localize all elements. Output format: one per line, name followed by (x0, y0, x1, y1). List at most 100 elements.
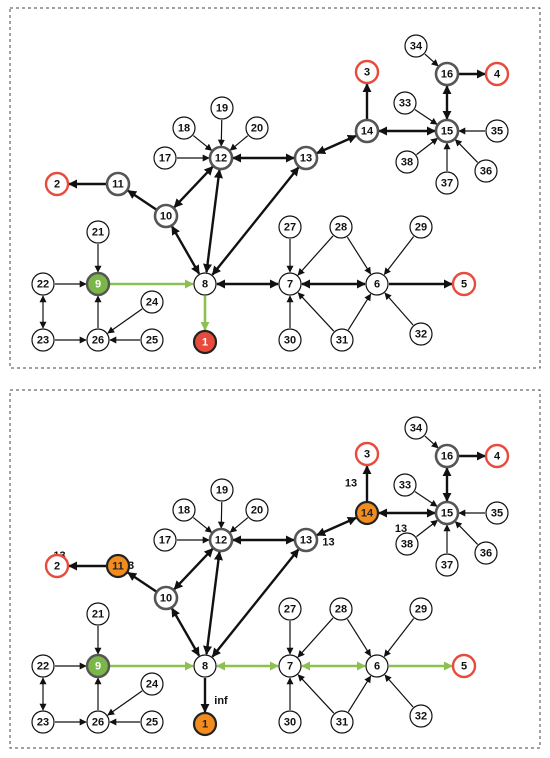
node-29: 29 (409, 597, 433, 621)
node-circle (365, 272, 389, 296)
node-label: 13 (300, 153, 312, 165)
node-3: 3 (354, 59, 380, 85)
node-label: 10 (160, 593, 172, 605)
node-circle (451, 271, 477, 297)
node-label: 26 (92, 335, 104, 347)
edge-38-15 (416, 519, 439, 538)
node-label: 17 (159, 535, 171, 547)
node-17: 17 (153, 528, 177, 552)
edge-28-6 (346, 236, 372, 275)
edge-24-26 (107, 690, 143, 716)
node-circle (293, 145, 319, 171)
edge-label-14-3: 13 (345, 478, 357, 490)
node-label: 30 (284, 335, 296, 347)
node-circle (354, 500, 380, 526)
node-16: 16 (434, 443, 460, 469)
node-label: 25 (146, 335, 158, 347)
node-label: 9 (95, 661, 101, 673)
node-33: 33 (393, 473, 417, 497)
node-5: 5 (451, 271, 477, 297)
edge-10-11 (127, 189, 157, 211)
node-circle (354, 59, 380, 85)
edge-20-12 (229, 517, 249, 533)
node-circle (329, 597, 353, 621)
node-label: 24 (146, 679, 159, 691)
node-circle (31, 272, 55, 296)
node-label: 14 (361, 508, 374, 520)
node-26: 26 (86, 710, 110, 734)
node-21: 21 (86, 220, 110, 244)
node-circle (208, 145, 234, 171)
node-9: 9 (85, 653, 111, 679)
node-3: 3 (354, 441, 380, 467)
node-circle (434, 61, 460, 87)
edge-28-7 (297, 617, 334, 658)
node-32: 32 (409, 704, 433, 728)
node-31: 31 (330, 328, 354, 352)
node-label: 18 (178, 123, 190, 135)
edge-19-12 (217, 119, 225, 147)
node-circle (31, 654, 55, 678)
node-37: 37 (435, 553, 459, 577)
edge-32-6 (384, 674, 414, 708)
node-circle (354, 441, 380, 467)
node-label: 7 (287, 279, 293, 291)
node-10: 10 (153, 585, 179, 611)
top-panel-frame (9, 7, 541, 369)
node-circle (365, 654, 389, 678)
edge-33-15 (414, 491, 438, 507)
node-36: 36 (474, 159, 498, 183)
node-label: 28 (335, 222, 347, 234)
top-edges (39, 53, 486, 344)
node-circle (329, 215, 353, 239)
node-17: 17 (153, 146, 177, 170)
node-label: 37 (441, 178, 453, 190)
node-circle (105, 553, 131, 579)
node-label: 11 (112, 179, 124, 191)
node-label: 36 (480, 548, 492, 560)
node-circle (172, 498, 196, 522)
node-label: 9 (95, 279, 101, 291)
node-8: 8 (193, 272, 217, 296)
node-label: 20 (251, 505, 263, 517)
node-1: 1 (192, 711, 218, 737)
edge-label-14-15: 13 (395, 523, 407, 535)
node-label: 29 (415, 222, 427, 234)
node-label: 6 (374, 661, 380, 673)
node-label: 28 (335, 604, 347, 616)
edge-18-12 (192, 135, 213, 151)
node-label: 3 (364, 67, 370, 79)
node-19: 19 (210, 96, 234, 120)
node-22: 22 (31, 272, 55, 296)
node-22: 22 (31, 654, 55, 678)
bottom-panel: 1313131313inf123456789101112131415161718… (31, 416, 510, 737)
node-36: 36 (474, 541, 498, 565)
node-29: 29 (409, 215, 433, 239)
bottom-edges (39, 435, 486, 726)
node-label: 5 (461, 279, 467, 291)
node-label: 35 (491, 508, 503, 520)
node-circle (395, 532, 419, 556)
edge-28-6 (346, 618, 372, 657)
node-label: 4 (494, 69, 501, 81)
node-label: 8 (202, 279, 208, 291)
node-label: 27 (284, 604, 296, 616)
node-label: 18 (178, 505, 190, 517)
node-label: 32 (415, 329, 427, 341)
node-circle (153, 585, 179, 611)
node-label: 34 (410, 41, 423, 53)
node-18: 18 (172, 498, 196, 522)
node-circle (434, 118, 460, 144)
node-circle (140, 710, 164, 734)
node-circle (278, 328, 302, 352)
edge-label-8-1: inf (214, 695, 228, 707)
node-15: 15 (434, 500, 460, 526)
node-circle (86, 220, 110, 244)
node-4: 4 (484, 443, 510, 469)
edge-29-6 (383, 236, 415, 276)
node-circle (395, 150, 419, 174)
node-6: 6 (365, 272, 389, 296)
node-1: 1 (192, 329, 218, 355)
node-circle (172, 116, 196, 140)
